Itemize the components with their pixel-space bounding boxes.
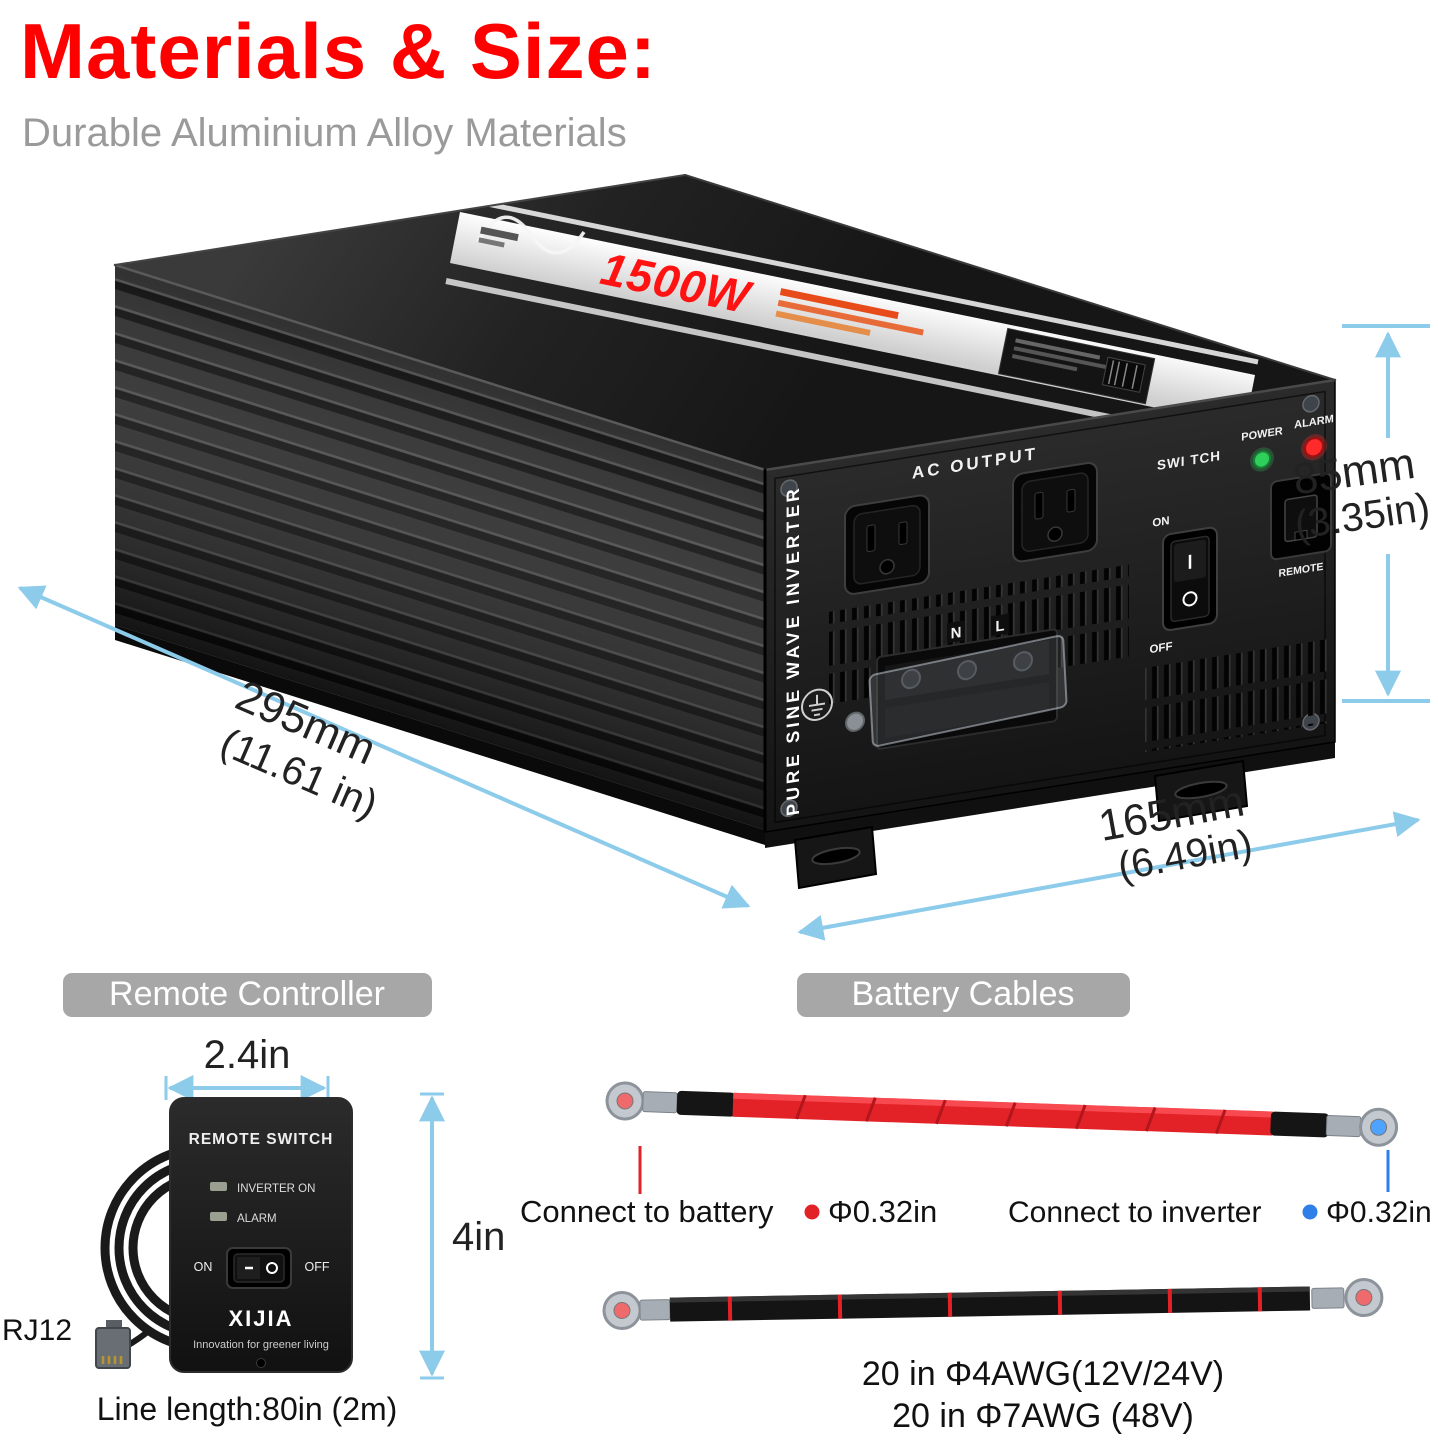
inverter-on-label: INVERTER ON bbox=[237, 1183, 315, 1195]
side-brand-label: PURE SINE WAVE INVERTER bbox=[783, 484, 803, 817]
inverter-diameter-label: Φ0.32in bbox=[1326, 1196, 1432, 1229]
remote-device: REMOTE SWITCH INVERTER ON ALARM ON OFF X… bbox=[169, 1097, 353, 1373]
inverter-on-led bbox=[210, 1182, 227, 1191]
page-header: Materials & Size: Durable Aluminium Allo… bbox=[20, 6, 657, 156]
line-length-label: Line length:80in (2m) bbox=[97, 1391, 398, 1427]
red-battery-cable bbox=[605, 1081, 1399, 1147]
black-battery-cable bbox=[602, 1278, 1384, 1330]
remote-rocker-switch bbox=[226, 1247, 292, 1289]
rocker-switch bbox=[1162, 526, 1218, 631]
dimension-85mm-lines bbox=[1342, 324, 1430, 703]
spec-sticker bbox=[997, 327, 1156, 405]
sine-wave-icon bbox=[476, 215, 586, 255]
rj12-label: RJ12 bbox=[2, 1314, 72, 1347]
brand-tagline: Innovation for greener living bbox=[193, 1339, 329, 1351]
power-led bbox=[1253, 450, 1271, 469]
remote-section-header-pill bbox=[63, 973, 432, 1017]
page-title: Materials & Size: bbox=[20, 7, 657, 95]
terminal-l-label: L bbox=[995, 617, 1004, 635]
ac-outlet-2 bbox=[1012, 461, 1098, 563]
alarm-led-indicator bbox=[210, 1212, 227, 1221]
ac-outlet-1 bbox=[844, 494, 930, 595]
connect-battery-label: Connect to battery bbox=[520, 1194, 774, 1229]
remote-off-label: OFF bbox=[305, 1260, 330, 1274]
device-hole bbox=[256, 1358, 266, 1368]
vent-grille-right bbox=[1145, 639, 1327, 752]
cables-section-header-pill bbox=[797, 973, 1130, 1017]
dimension-295mm-line bbox=[17, 585, 751, 909]
remote-width-dim-line bbox=[164, 1075, 330, 1101]
ground-bolt bbox=[845, 711, 865, 732]
cables-section-header: Battery Cables bbox=[852, 975, 1075, 1013]
terminal-clear-cover bbox=[868, 635, 1068, 747]
remote-on-label: ON bbox=[194, 1260, 213, 1274]
battery-diameter-label: Φ0.32in bbox=[828, 1194, 937, 1229]
remote-alarm-label: ALARM bbox=[237, 1213, 277, 1225]
l-label-backing bbox=[991, 613, 1009, 637]
cable-spec-1: 20 in Φ4AWG(12V/24V) bbox=[862, 1355, 1224, 1393]
brand-label: XIJIA bbox=[228, 1306, 293, 1331]
ground-icon bbox=[801, 688, 833, 721]
terminal-n-label: N bbox=[951, 624, 962, 643]
page-subtitle: Durable Aluminium Alloy Materials bbox=[22, 111, 627, 155]
terminal-block bbox=[868, 628, 1068, 750]
dimension-165mm-line bbox=[797, 811, 1421, 941]
alarm-led bbox=[1304, 437, 1324, 458]
dimension-165mm: 165mm (6.49in) bbox=[1095, 777, 1256, 890]
n-label-backing bbox=[947, 620, 965, 644]
remote-width-dim: 2.4in bbox=[204, 1033, 291, 1077]
inverter-dot-marker bbox=[1302, 1204, 1318, 1220]
rj12-connector bbox=[95, 1320, 131, 1369]
remote-section-header: Remote Controller bbox=[109, 975, 385, 1013]
cable-spec-2: 20 in Φ7AWG (48V) bbox=[892, 1397, 1194, 1435]
battery-dot-marker bbox=[804, 1204, 820, 1220]
label-band-content: 1500W bbox=[478, 226, 1156, 405]
switch-off-label: OFF bbox=[1150, 641, 1173, 657]
remote-height-dim-line bbox=[419, 1092, 445, 1380]
edge-highlights bbox=[113, 174, 1337, 832]
dimension-85mm: 85mm (3.35in) bbox=[1290, 439, 1432, 548]
connect-inverter-label: Connect to inverter bbox=[1008, 1196, 1261, 1229]
top-face-graphics: 1500W bbox=[445, 196, 1259, 447]
mounting-tab-right bbox=[1153, 759, 1249, 823]
remote-device-title: REMOTE SWITCH bbox=[189, 1131, 334, 1148]
remote-height-dim: 4in bbox=[452, 1215, 505, 1259]
remote-port: REMOTE bbox=[1270, 472, 1332, 580]
switch-on-label: ON bbox=[1152, 515, 1169, 530]
inverter-front-panel: AC OUTPUT N L bbox=[764, 379, 1336, 833]
